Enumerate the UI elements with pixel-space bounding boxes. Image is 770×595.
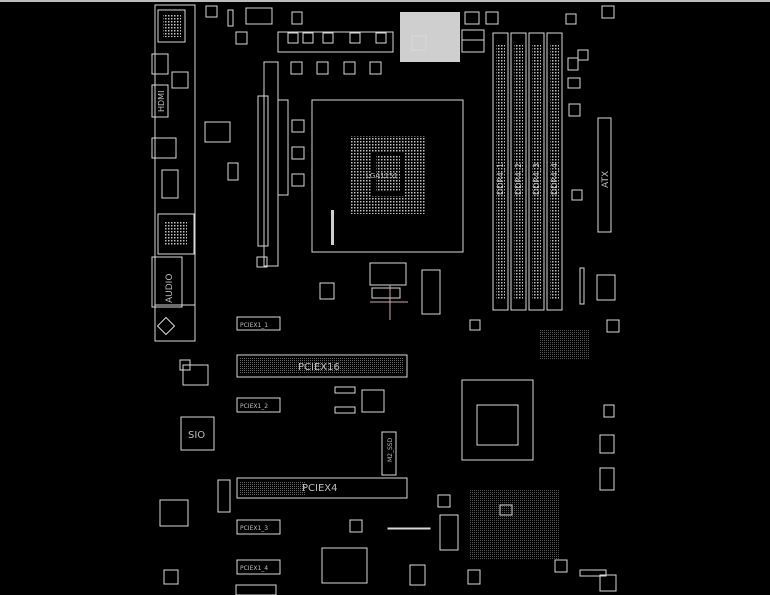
sio-label: SIO bbox=[188, 430, 205, 441]
pcie-label: PCIEX4 bbox=[302, 483, 338, 494]
pcie-x16-slot[interactable]: PCIEX16 bbox=[236, 354, 408, 378]
dimm-label: DDR4_4 bbox=[550, 163, 559, 195]
hdmi-label: HDMI bbox=[157, 91, 166, 112]
vrm-area bbox=[204, 61, 305, 268]
pcie-label: PCIEX1_4 bbox=[240, 565, 268, 572]
pcie-x1-slot-3[interactable]: PCIEX1_3 bbox=[236, 519, 281, 535]
m2-label: M2_SSD bbox=[387, 437, 394, 462]
socket-lower-components bbox=[319, 262, 441, 320]
dimm-slots: DDR4_1 DDR4_2 DDR4_3 DDR4_4 bbox=[492, 32, 563, 311]
pcie-label: PCIEX16 bbox=[298, 362, 340, 373]
lower-components bbox=[159, 330, 617, 595]
pcie-x1-slot-1[interactable]: PCIEX1_1 bbox=[236, 316, 281, 331]
sio-chip[interactable]: SIO bbox=[180, 416, 215, 451]
dimm-slot-2[interactable]: DDR4_2 bbox=[510, 32, 527, 311]
pcie-label: PCIEX1_3 bbox=[240, 525, 268, 532]
pcie-x1-slot-2[interactable]: PCIEX1_2 bbox=[236, 397, 281, 413]
window-top-border bbox=[0, 0, 770, 2]
io-panel[interactable]: HDMI AUDIO bbox=[151, 4, 196, 342]
cpu-socket[interactable]: LGA1151 bbox=[311, 99, 464, 253]
pcie-label: PCIEX1_2 bbox=[240, 403, 268, 410]
pcie-x1-slot-4[interactable]: PCIEX1_4 bbox=[236, 559, 281, 575]
atx-label: ATX bbox=[601, 171, 611, 188]
atx-connector[interactable]: ATX bbox=[597, 117, 612, 233]
chipset[interactable] bbox=[461, 379, 534, 461]
pcie-label: PCIEX1_1 bbox=[240, 322, 268, 329]
pcie-x4-slot[interactable]: PCIEX4 bbox=[236, 477, 408, 499]
audio-label: AUDIO bbox=[165, 274, 175, 303]
right-components bbox=[469, 5, 620, 333]
dimm-slot-3[interactable]: DDR4_3 bbox=[528, 32, 545, 311]
dimm-label: DDR4_3 bbox=[532, 163, 541, 195]
cpu-socket-label: LGA1151 bbox=[366, 172, 398, 180]
dimm-label: DDR4_1 bbox=[496, 163, 505, 195]
top-components bbox=[205, 5, 499, 75]
dimm-label: DDR4_2 bbox=[514, 163, 523, 195]
dimm-slot-4[interactable]: DDR4_4 bbox=[546, 32, 563, 311]
m2-slot[interactable]: M2_SSD bbox=[381, 431, 397, 476]
dimm-slot-1[interactable]: DDR4_1 bbox=[492, 32, 509, 311]
